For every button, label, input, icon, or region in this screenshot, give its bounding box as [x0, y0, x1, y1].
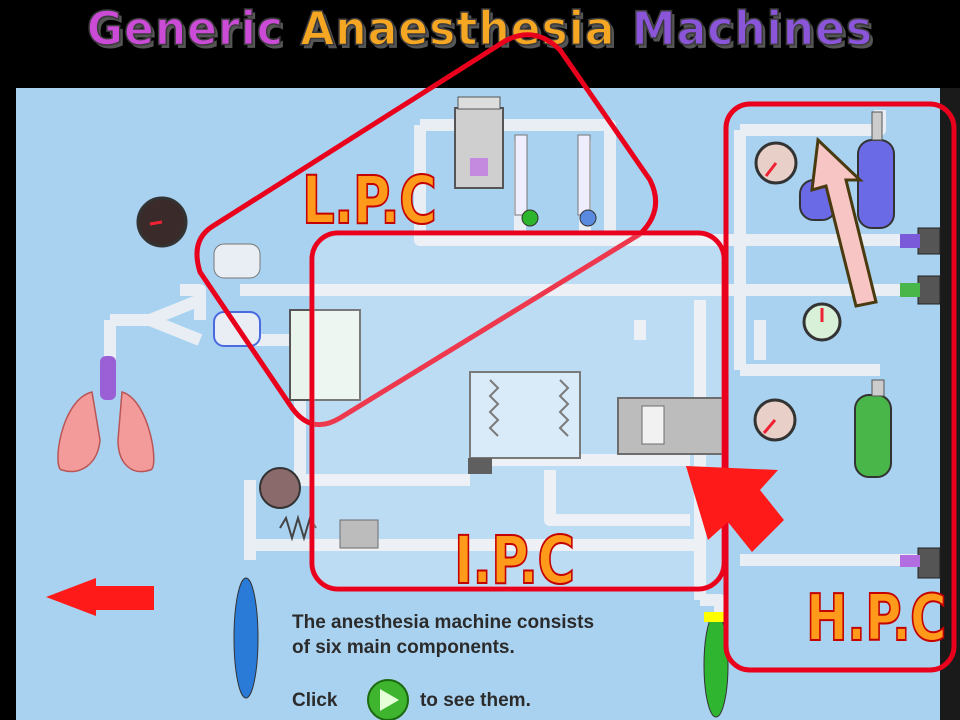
green-cylinder [854, 394, 892, 478]
component-highlights [194, 32, 957, 673]
inspiratory-valve [213, 243, 261, 279]
apl-valve [259, 467, 301, 509]
page-title: Generic Anaesthesia Machines [0, 2, 960, 57]
gas-pipes [104, 110, 930, 620]
cylinder-valve-top [871, 111, 883, 141]
pipeline-inlet-green [917, 275, 941, 305]
co2-absorber [289, 309, 361, 401]
title-word-machines: Machines [631, 2, 874, 57]
pipeline-inlet-blue [917, 227, 941, 255]
label-hpc: H.P.C [805, 581, 947, 657]
lungs-icon [57, 356, 155, 473]
reservoir-bag-blue [233, 577, 259, 699]
title-word-generic: Generic [86, 2, 284, 57]
description-text: The anesthesia machine consists of six m… [292, 610, 594, 660]
cylinder-valve [871, 379, 885, 397]
label-ipc: I.P.C [453, 521, 576, 600]
flow-control-knob-1 [521, 209, 539, 227]
pop-off-valve [339, 519, 379, 549]
flow-control-knob-2 [579, 209, 597, 227]
description-line-2: of six main components. [292, 637, 515, 658]
pink-up-arrow-icon [810, 136, 878, 308]
description-line-1: The anesthesia machine consists [292, 612, 595, 633]
red-left-arrow-icon[interactable] [46, 578, 154, 616]
click-text: Click [292, 690, 338, 711]
title-word-anaesthesia: Anaesthesia [299, 2, 616, 57]
hpc-highlight [723, 101, 957, 673]
flowmeter-tube-2 [577, 134, 591, 216]
blue-cylinder-top [857, 139, 895, 229]
label-lpc: L.P.C [301, 161, 437, 240]
bellows-housing [469, 371, 581, 459]
pipeline-inlet-purple [917, 547, 941, 579]
ventilator-box [617, 397, 725, 455]
click-instruction: Click to see them. [292, 690, 531, 712]
red-diagonal-arrow-icon [686, 466, 784, 552]
to-see-text: to see them. [419, 690, 531, 711]
gauge-needles [149, 162, 824, 434]
flowmeter-tube-1 [514, 134, 528, 216]
